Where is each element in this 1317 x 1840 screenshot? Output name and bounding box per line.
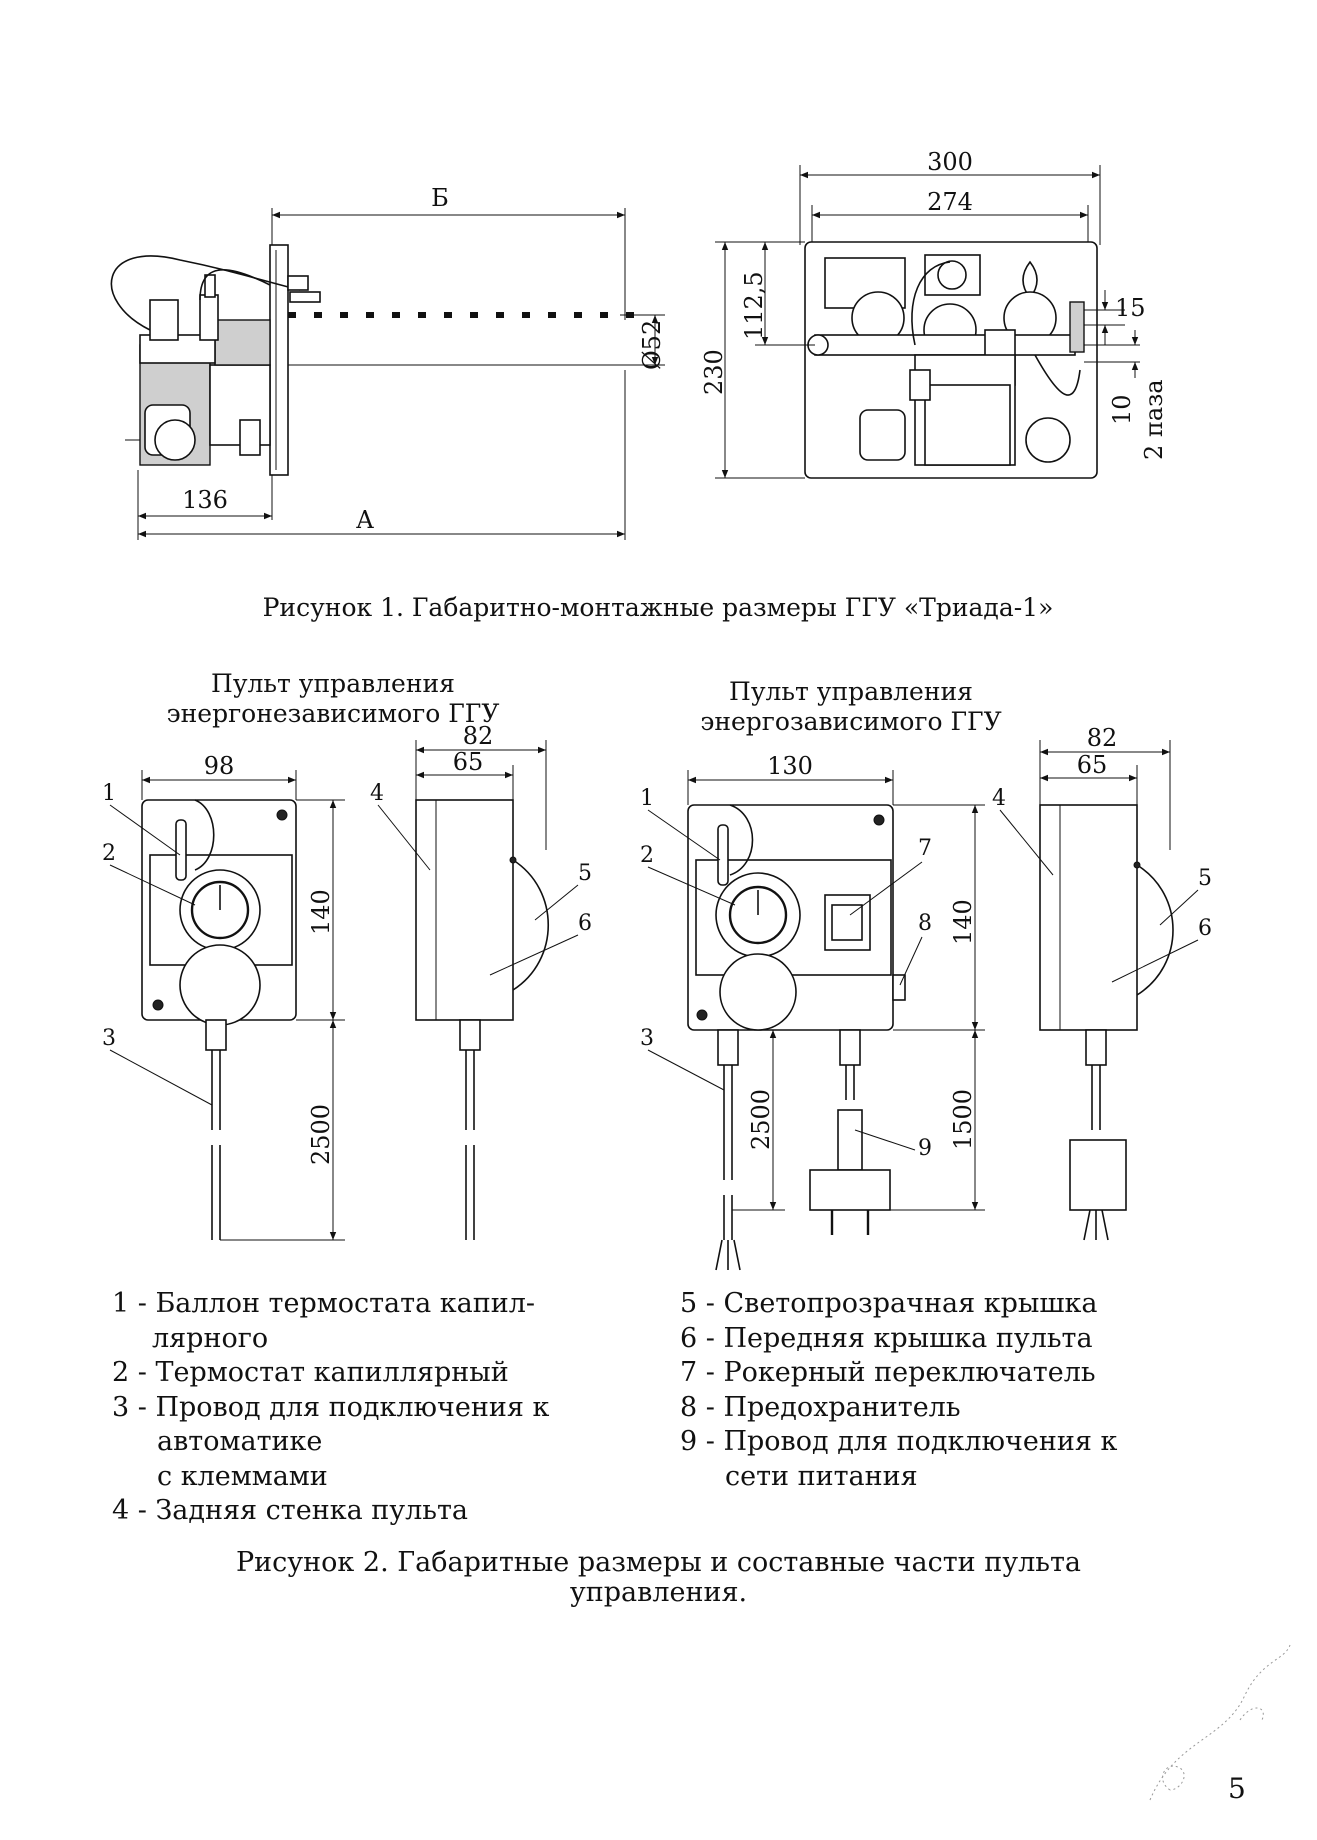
callout-1-left: 1	[102, 781, 116, 806]
dim-274: 274	[927, 188, 973, 216]
left-panel-title-1: Пульт управления	[211, 669, 455, 698]
legend-item: автоматике	[157, 1426, 323, 1457]
dim-l65: 65	[453, 748, 484, 776]
legend-item: 2 - Термостат капиллярный	[112, 1357, 509, 1388]
callout-9-right: 9	[918, 1136, 932, 1161]
legend-item: сети питания	[725, 1460, 918, 1492]
callout-7-right: 7	[918, 836, 932, 861]
callout-6-left: 6	[578, 911, 592, 936]
burner-front-view: 300 274 230 112,5	[700, 148, 1168, 479]
figure2-caption: Рисунок 2. Габаритные размеры и составны…	[0, 1548, 1317, 1608]
dim-a: А	[356, 506, 374, 534]
figure1-caption: Рисунок 1. Габаритно-монтажные размеры Г…	[263, 593, 1054, 622]
legend-item: 5 - Светопрозрачная крышка	[680, 1288, 1098, 1319]
dim-l98: 98	[204, 752, 235, 780]
callout-4-left: 4	[370, 781, 384, 806]
dim-r140: 140	[949, 899, 977, 945]
left-panel-title-2: энергонезависимого ГГУ	[167, 699, 500, 728]
dim-l82: 82	[463, 722, 494, 750]
callout-8-right: 8	[918, 911, 932, 936]
legend-item: 3 - Провод для подключения к	[112, 1391, 550, 1423]
dim-l140: 140	[307, 889, 335, 935]
right-panel-title-1: Пульт управления	[729, 677, 973, 706]
callout-2-left: 2	[102, 841, 116, 866]
legend-item: 8 - Предохранитель	[680, 1391, 961, 1423]
callout-4-right: 4	[992, 786, 1006, 811]
callout-5-left: 5	[578, 861, 592, 886]
callout-2-right: 2	[640, 843, 654, 868]
dim-l2500: 2500	[307, 1104, 335, 1165]
dim-10: 10	[1108, 394, 1136, 425]
dim-230: 230	[700, 349, 728, 395]
dim-d52: Ø52	[638, 320, 666, 370]
dim-r2500: 2500	[747, 1089, 775, 1150]
legend-item: 9 - Провод для подключения к	[680, 1426, 1118, 1457]
dim-r65: 65	[1077, 751, 1108, 779]
legend-left: 1 - Баллон термостата капил- лярного 2 -…	[112, 1287, 549, 1529]
dim-112-5: 112,5	[740, 271, 768, 340]
legend-item: с клеммами	[157, 1460, 328, 1492]
figure2-caption-line2: управления.	[569, 1577, 748, 1608]
dim-slots: 2 паза	[1140, 379, 1168, 460]
left-panel-front: 98 140 2500 1 2 3	[102, 752, 345, 1241]
callout-1-right: 1	[640, 786, 654, 811]
legend-item: 6 - Передняя крышка пульта	[680, 1322, 1093, 1354]
dim-r1500: 1500	[949, 1089, 977, 1150]
dim-r82: 82	[1087, 724, 1118, 752]
legend-item: лярного	[152, 1322, 269, 1354]
right-panel-title-2: энергозависимого ГГУ	[700, 707, 1001, 736]
callout-6-right: 6	[1198, 916, 1212, 941]
legend-item: 4 - Задняя стенка пульта	[112, 1495, 469, 1526]
dim-b: Б	[431, 184, 449, 212]
right-panel-front: 130 140 2500	[640, 752, 985, 1271]
figure2-caption-line1: Рисунок 2. Габаритные размеры и составны…	[236, 1547, 1081, 1578]
legend-item: 1 - Баллон термостата капил-	[112, 1288, 536, 1319]
dim-15: 15	[1115, 294, 1146, 322]
left-panel-side: 82 65 4 5 6	[370, 722, 592, 1240]
dim-300: 300	[927, 148, 973, 176]
decorative-swirl	[1149, 1644, 1291, 1801]
callout-3-right: 3	[640, 1026, 654, 1051]
dim-r130: 130	[767, 752, 813, 780]
right-panel-side: 82 65 4 5 6	[992, 724, 1212, 1241]
dim-136: 136	[182, 486, 228, 514]
legend-item: 7 - Рокерный переключатель	[680, 1357, 1096, 1388]
callout-5-right: 5	[1198, 866, 1212, 891]
burner-side-view: Б Ø52 136 А	[110, 184, 666, 540]
page-number: 5	[1228, 1772, 1246, 1805]
legend-right: 5 - Светопрозрачная крышка 6 - Передняя …	[680, 1287, 1117, 1494]
callout-3-left: 3	[102, 1026, 116, 1051]
